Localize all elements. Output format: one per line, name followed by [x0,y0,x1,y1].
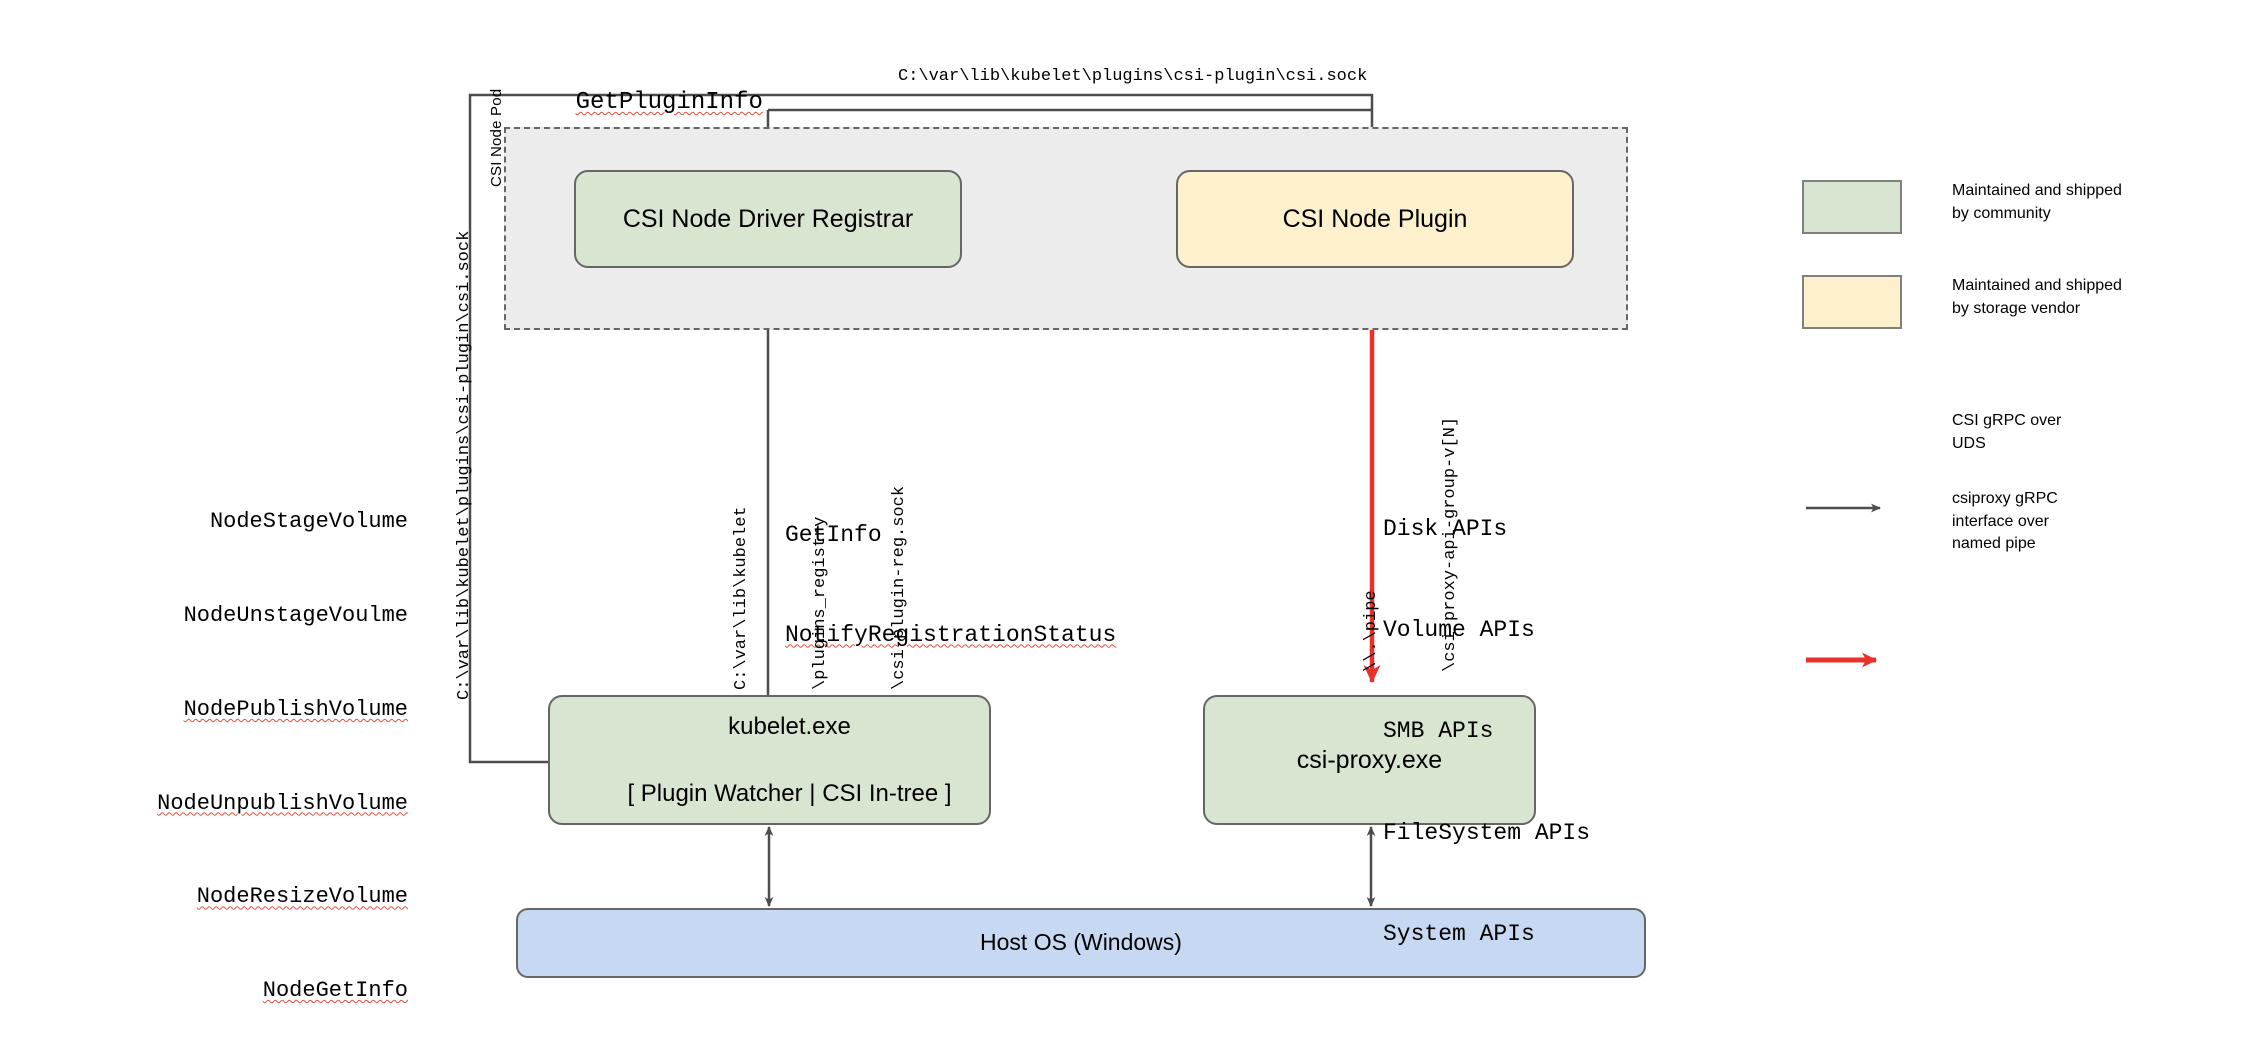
label-registration-rpcs-line2: NotifyRegistrationStatus [785,621,1117,648]
label-registration-rpcs: GetInfo NotifyRegistrationStatus [785,452,1116,719]
label-uds-path-top: C:\var\lib\kubelet\plugins\csi-plugin\cs… [898,67,1368,86]
legend-item-uds: CSI gRPC over UDS [1802,402,2061,456]
csi-node-pod-label: CSI Node Pod [488,88,505,187]
list-item: NodeUnstageVoulme [183,603,408,629]
label-rot-named-pipe-line2: \csi-proxy-api-group-v[N] [1440,416,1460,672]
list-item: NodeUnpublishVolume [157,790,408,816]
csiproxy-api-group-list: Disk APIs Volume APIs SMB APIs FileSyste… [1383,445,1590,1020]
node-service-rpc-list: NodeStageVolume NodeUnstageVoulme NodePu… [108,444,408,1044]
legend-arrow-red-icon [1802,498,1902,552]
box-csi-node-plugin-label: CSI Node Plugin [1282,204,1468,233]
legend-label-community: Maintained and shipped by community [1952,182,2122,222]
legend-label-uds: CSI gRPC over UDS [1952,412,2062,452]
label-rot-registration-sock-line2: \plugins_registry [810,516,830,690]
box-host-os-label: Host OS (Windows) [980,929,1182,956]
label-rot-registration-sock-line3: \csi-plugin-reg.sock [889,485,909,690]
list-item: System APIs [1383,921,1535,948]
list-item: FileSystem APIs [1383,819,1591,846]
legend-label-named-pipe: csiproxy gRPC interface over named pipe [1952,490,2058,553]
label-get-plugin-info-text: GetPluginInfo [575,89,763,116]
legend-item-named-pipe: csiproxy gRPC interface over named pipe [1802,490,2058,556]
label-rot-csi-sock-path: C:\var\lib\kubelet\plugins\csi-plugin\cs… [455,230,474,700]
legend-label-vendor: Maintained and shipped by storage vendor [1952,277,2122,317]
box-csi-node-plugin[interactable]: CSI Node Plugin [1176,170,1574,268]
label-rot-registration-sock-path: C:\var\lib\kubelet \plugins_registry \cs… [676,486,966,690]
label-registration-rpcs-line1: GetInfo [785,521,882,548]
list-item: NodeStageVolume [209,509,408,535]
box-kubelet-exe-text: kubelet.exe [ Plugin Watcher | CSI In-tr… [587,677,951,843]
legend-swatch-community-icon [1802,180,1902,234]
label-rot-named-pipe-path: \\.\pipe \csi-proxy-api-group-v[N] [1306,417,1517,672]
list-item: Volume APIs [1383,616,1535,643]
list-item: NodeGetInfo [262,977,408,1003]
legend-item-community: Maintained and shipped by community [1802,180,2122,234]
box-csi-node-driver-registrar[interactable]: CSI Node Driver Registrar [574,170,962,268]
box-csi-proxy-exe-label: csi-proxy.exe [1296,745,1443,774]
label-get-plugin-info: GetPluginInfo [518,62,763,143]
legend-swatch-vendor-icon [1802,275,1902,329]
legend-item-vendor: Maintained and shipped by storage vendor [1802,275,2122,329]
box-csi-node-driver-registrar-label: CSI Node Driver Registrar [622,204,914,233]
box-kubelet-exe[interactable]: kubelet.exe [ Plugin Watcher | CSI In-tr… [548,695,991,825]
box-kubelet-exe-line1: kubelet.exe [728,713,851,741]
list-item: NodeResizeVolume [196,884,408,910]
list-item: NodePublishVolume [183,696,408,722]
box-csi-proxy-exe[interactable]: csi-proxy.exe [1203,695,1536,825]
box-host-os[interactable]: Host OS (Windows) [516,908,1646,978]
box-kubelet-exe-line2: [ Plugin Watcher | CSI In-tree ] [627,779,952,807]
label-rot-registration-sock-line1: C:\var\lib\kubelet [731,506,751,690]
list-item: Disk APIs [1383,515,1508,542]
list-item: SMB APIs [1383,718,1494,745]
label-rot-named-pipe-line1: \\.\pipe [1361,590,1381,672]
legend-arrow-gray-icon [1802,402,1902,456]
